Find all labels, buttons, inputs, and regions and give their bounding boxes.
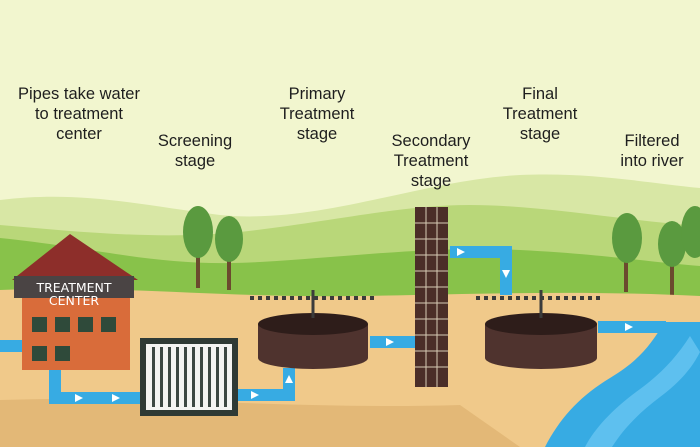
tower-body [415, 207, 448, 387]
flow-arrow [457, 248, 465, 256]
label-pipes: Pipes take water to treatment center [18, 85, 140, 143]
label-secondary: Secondary Treatment stage [391, 132, 471, 190]
building-sign-line2: CENTER [49, 293, 100, 308]
grate-bars [152, 347, 227, 407]
final-treatment-tank [476, 290, 604, 369]
building-sign-board [14, 276, 134, 298]
tree-trunk [670, 262, 674, 297]
tank-top [258, 313, 368, 335]
window [101, 317, 116, 332]
tank-body [258, 324, 368, 369]
tree-crown [215, 216, 243, 262]
tree-crown [681, 206, 700, 258]
flow-arrow [386, 338, 394, 346]
window [55, 346, 70, 361]
screening-grate [140, 338, 238, 416]
treatment-center-building: TREATMENT CENTER [12, 234, 138, 370]
label-final: Final Treatment stage [502, 85, 578, 143]
river-highlight [585, 336, 700, 447]
primary-treatment-tank [250, 290, 376, 369]
flow-arrow [112, 394, 120, 402]
window [32, 317, 47, 332]
building-windows [32, 317, 116, 361]
tree-crown [612, 213, 642, 263]
flow-arrow [285, 375, 293, 383]
flow-arrow [251, 391, 259, 399]
ground-shade [0, 398, 520, 447]
window [55, 317, 70, 332]
flow-arrow [75, 394, 83, 402]
tree-crown [183, 206, 213, 258]
label-screening: Screening stage [157, 132, 233, 170]
flow-arrow [502, 270, 510, 278]
secondary-treatment-tower [415, 207, 448, 387]
river [545, 322, 700, 447]
label-primary: Primary Treatment stage [279, 85, 355, 143]
tree-group-right [612, 206, 700, 297]
flow-arrow [625, 323, 633, 331]
window [78, 317, 93, 332]
window [32, 346, 47, 361]
building-roof [12, 234, 138, 280]
tree-trunk [624, 255, 628, 292]
tree-trunk [196, 250, 200, 288]
building-sign-line1: TREATMENT [35, 280, 111, 295]
tree-trunk [227, 255, 231, 290]
label-river: Filtered into river [620, 132, 684, 170]
tank-body [485, 324, 597, 369]
tower-grid [415, 207, 448, 387]
grate-inner [146, 344, 232, 410]
pipe-to-final [450, 246, 512, 295]
tank-top [485, 313, 597, 335]
tree-crown [658, 221, 686, 267]
flow-arrows [75, 248, 633, 402]
tree-group-left [183, 206, 243, 290]
